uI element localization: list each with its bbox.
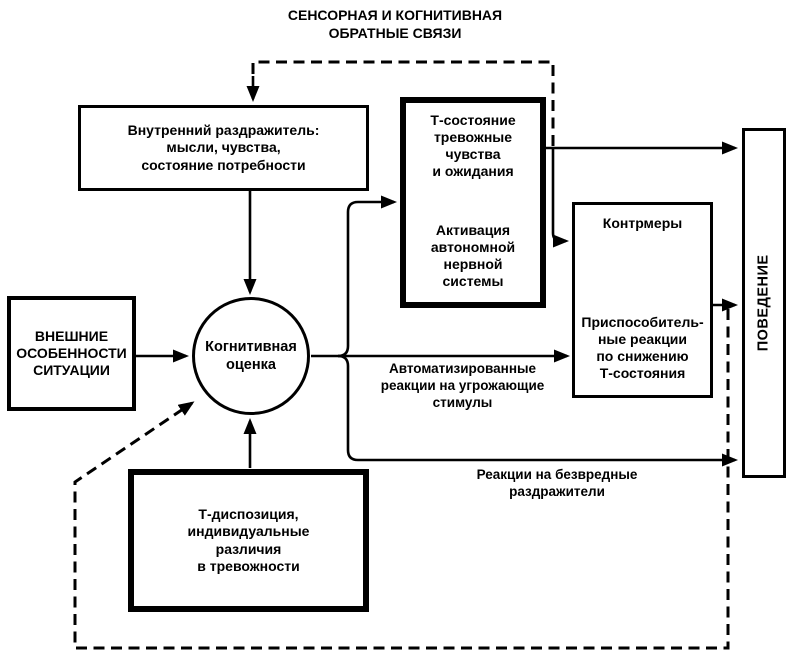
node-t-state-label-bottom: Активация автономной нервной системы: [430, 221, 516, 289]
node-t-state-label-top: Т-состояние тревожные чувства и ожидания: [430, 112, 516, 180]
node-external-features: ВНЕШНИЕ ОСОБЕННОСТИ СИТУАЦИИ: [7, 296, 136, 411]
edge-label-automated-reactions: Автоматизированные реакции на угрожающие…: [380, 361, 545, 410]
edge-label-harmless-reactions: Реакции на безвредные раздражители: [476, 467, 638, 499]
edge-tstate-to-countermeasures: [551, 148, 569, 248]
node-countermeasures-label-bottom: Приспособитель- ные реакции по снижению …: [581, 313, 704, 381]
node-countermeasures: Контрмеры Приспособитель- ные реакции по…: [572, 202, 713, 398]
node-behavior-label: ПОВЕДЕНИЕ: [755, 254, 772, 352]
node-behavior: ПОВЕДЕНИЕ: [742, 128, 786, 478]
node-internal-stimulus: Внутренний раздражитель: мысли, чувства,…: [78, 105, 369, 191]
edge-appraisal-to-tstate: [337, 195, 397, 358]
node-t-state: Т-состояние тревожные чувства и ожидания…: [400, 97, 546, 308]
node-cognitive-appraisal-label: Когнитивная оценка: [205, 338, 297, 373]
node-countermeasures-label-top: Контрмеры: [602, 215, 683, 231]
node-internal-stimulus-label: Внутренний раздражитель: мысли, чувства,…: [127, 122, 320, 173]
node-t-disposition: Т-диспозиция, индивидуальные различия в …: [128, 469, 369, 612]
node-t-disposition-label: Т-диспозиция, индивидуальные различия в …: [187, 506, 310, 574]
node-external-features-label: ВНЕШНИЕ ОСОБЕННОСТИ СИТУАЦИИ: [16, 327, 127, 379]
diagram-title: СЕНСОРНАЯ И КОГНИТИВНАЯ ОБРАТНЫЕ СВЯЗИ: [287, 7, 503, 42]
node-cognitive-appraisal: Когнитивная оценка: [192, 297, 310, 415]
